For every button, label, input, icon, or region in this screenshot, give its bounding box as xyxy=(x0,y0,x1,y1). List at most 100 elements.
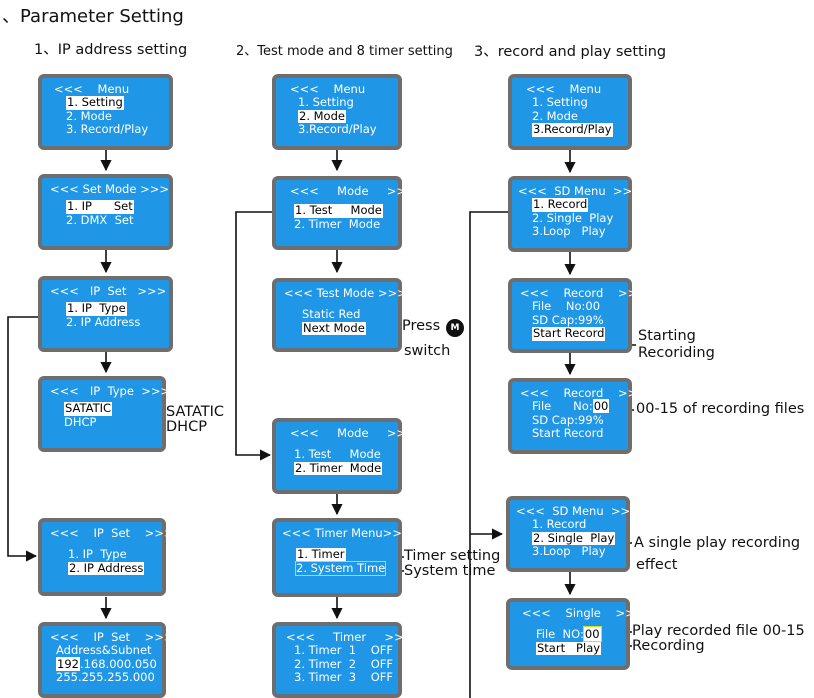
screen-mode-sub: <<< Mode >>> 1. Test Mode 2. Timer Mode xyxy=(272,176,416,250)
screen-header: <<< Timer >>> xyxy=(286,630,414,644)
screen-address-subnet: <<< IP Set >>> Address&Subnet 192.168.00… xyxy=(38,622,174,698)
menu-item-ip-type: 1. IP Type xyxy=(66,301,127,316)
value-address: 192.168.000.050 xyxy=(56,656,157,671)
label-switch: switch xyxy=(404,343,451,359)
option-dhcp: DHCP xyxy=(64,414,97,429)
menu-item-setting: 1. Setting xyxy=(532,95,588,110)
screen-mode-menu: <<< Menu 1. Setting 2. Mode 3.Record/Pla… xyxy=(272,74,402,150)
value-sd-cap: SD Cap:99% xyxy=(532,412,604,427)
menu-item-start-play: Start Play xyxy=(536,640,602,656)
menu-item-mode: 2. Mode xyxy=(532,108,578,123)
screen-record-2: <<< Record >>> File No:00 SD Cap:99% Sta… xyxy=(508,378,647,454)
value-subnet: 255.255.255.000 xyxy=(56,670,155,685)
value-file-no: File No:00 xyxy=(532,299,601,314)
value-file-no: File No:00 xyxy=(532,399,610,414)
label-recording: Recording xyxy=(632,638,705,654)
menu-item-start-record: Start Record xyxy=(532,426,604,441)
screen-header: <<< IP Set >>> xyxy=(50,284,167,298)
editable-digits: 192 xyxy=(56,656,80,671)
value-sd-cap: SD Cap:99% xyxy=(532,312,604,327)
screen-single: <<< Single >>> File NO:00 Start Play xyxy=(506,598,644,670)
screen-set-mode: <<< Set Mode >>> 1. IP Set 2. DMX Set xyxy=(38,174,173,250)
menu-item-single-play: 2. Single Play xyxy=(532,210,614,225)
menu-item-ip-address: 2. IP Address xyxy=(66,314,141,329)
menu-item-timer-mode: 2. Timer Mode xyxy=(294,216,381,231)
arrow-loop-to-timermode xyxy=(235,211,290,461)
screen-header: <<< Mode >>> xyxy=(290,184,416,198)
menu-item-record-play: 3. Record/Play xyxy=(66,122,149,137)
screen-sd-menu-2: <<< SD Menu >>> 1. Record 2. Single Play… xyxy=(506,496,640,572)
menu-item-ip-set: 1. IP Set xyxy=(66,199,134,214)
screen-header: <<< Menu xyxy=(290,82,366,96)
menu-item-timer: 1. Timer xyxy=(296,547,346,562)
menu-item-single-play: 2. Single Play xyxy=(532,530,616,546)
menu-item-record-play: 3.Record/Play xyxy=(532,122,613,137)
label-single-play-1: A single play recording xyxy=(634,535,801,551)
menu-item-mode: 2. Mode xyxy=(66,108,112,123)
label-satatic: SATATIC xyxy=(166,404,225,420)
menu-item-test-mode: 1. Test Mode xyxy=(294,447,381,462)
screen-timer-list: <<< Timer >>> 1. Timer 1 OFF 2. Timer 2 … xyxy=(272,622,413,698)
section-heading-record: 3、record and play setting xyxy=(474,44,667,60)
screen-mode-sub-2: <<< Mode >>> 1. Test Mode 2. Timer Mode xyxy=(272,418,416,494)
screen-rec-menu: <<< Menu 1. Setting 2. Mode 3.Record/Pla… xyxy=(508,74,632,150)
menu-item-loop-play: 3.Loop Play xyxy=(532,224,606,239)
label-system-time: System time xyxy=(404,563,496,579)
screen-record: <<< Record >>> File No:00 SD Cap:99% Sta… xyxy=(508,278,647,353)
screen-header: <<< Mode >>> xyxy=(290,426,416,440)
menu-item-record-play: 3.Record/Play xyxy=(298,122,377,137)
label-address-subnet: Address&Subnet xyxy=(56,643,152,658)
section-heading-ip: 1、IP address setting xyxy=(34,42,188,58)
menu-item-start-record: Start Record xyxy=(532,326,606,341)
timer-row-3: 3. Timer 3 OFF xyxy=(294,670,394,685)
label-single-play-2: effect xyxy=(636,557,678,573)
menu-item-timer-mode: 2. Timer Mode xyxy=(294,460,383,476)
label-press: Press xyxy=(402,318,441,334)
screen-header: <<< Record >>> xyxy=(520,386,647,400)
screen-header: <<< Menu xyxy=(526,82,602,96)
label-timer-setting: Timer setting xyxy=(404,548,501,564)
menu-item-dmx-set: 2. DMX Set xyxy=(66,212,134,227)
screen-header: <<< Test Mode >>> xyxy=(284,286,407,300)
menu-item-setting: 1. Setting xyxy=(298,95,354,110)
page-title: 、Parameter Setting xyxy=(2,6,184,27)
section-heading-test: 2、Test mode and 8 timer setting xyxy=(236,44,453,59)
value-static-red: Static Red xyxy=(302,307,361,322)
menu-item-system-time: 2. System Time xyxy=(294,560,387,577)
screen-header: <<< IP Set >>> xyxy=(50,630,174,644)
screen-header: <<< Set Mode >>> xyxy=(50,182,169,196)
menu-item-next-mode: Next Mode xyxy=(302,320,366,336)
option-satatic: SATATIC xyxy=(64,401,113,416)
screen-header: <<< SD Menu >>> xyxy=(518,184,642,198)
value-file-no: File NO:00 xyxy=(536,626,602,643)
timer-row-2: 2. Timer 2 OFF xyxy=(294,656,394,671)
screen-header: <<< Menu xyxy=(54,82,130,96)
label-files-range: 00-15 of recording files xyxy=(636,401,805,417)
label-starting: Starting xyxy=(638,328,696,344)
screen-header: <<< SD Menu >>> xyxy=(516,504,640,518)
screen-ip-menu: <<< Menu 1. Setting 2. Mode 3. Record/Pl… xyxy=(38,74,173,150)
label-dhcp: DHCP xyxy=(166,419,207,435)
timer-row-1: 1. Timer 1 OFF xyxy=(294,643,394,658)
screen-ip-set-2: <<< IP Set >>> 1. IP Type 2. IP Address xyxy=(38,518,174,596)
screen-test-mode: <<< Test Mode >>> Static Red Next Mode xyxy=(272,278,407,352)
label-play-recorded: Play recorded file 00-15 xyxy=(632,623,805,639)
screen-header: <<< Timer Menu>>> xyxy=(282,526,412,540)
menu-item-ip-address: 2. IP Address xyxy=(68,560,145,576)
editable-digits: 00 xyxy=(582,626,602,643)
menu-item-record: 1. Record xyxy=(532,517,587,532)
menu-item-setting: 1. Setting xyxy=(66,95,124,110)
menu-item-record: 1. Record xyxy=(532,197,589,212)
menu-item-mode: 2. Mode xyxy=(298,108,346,124)
menu-item-ip-type: 1. IP Type xyxy=(68,547,127,562)
menu-item-test-mode: 1. Test Mode xyxy=(294,203,383,218)
label-recording-word: Recoriding xyxy=(638,345,715,361)
screen-header: <<< Single >>> xyxy=(522,606,645,620)
menu-item-loop-play: 3.Loop Play xyxy=(532,544,606,559)
line-loop-left xyxy=(469,211,508,698)
screen-sd-menu: <<< SD Menu >>> 1. Record 2. Single Play… xyxy=(508,176,642,252)
editable-digits: 00 xyxy=(592,399,610,414)
screen-header: <<< IP Set >>> xyxy=(50,526,174,540)
screen-ip-set: <<< IP Set >>> 1. IP Type 2. IP Address xyxy=(38,276,173,352)
screen-timer-menu: <<< Timer Menu>>> 1. Timer 2. System Tim… xyxy=(272,518,412,597)
